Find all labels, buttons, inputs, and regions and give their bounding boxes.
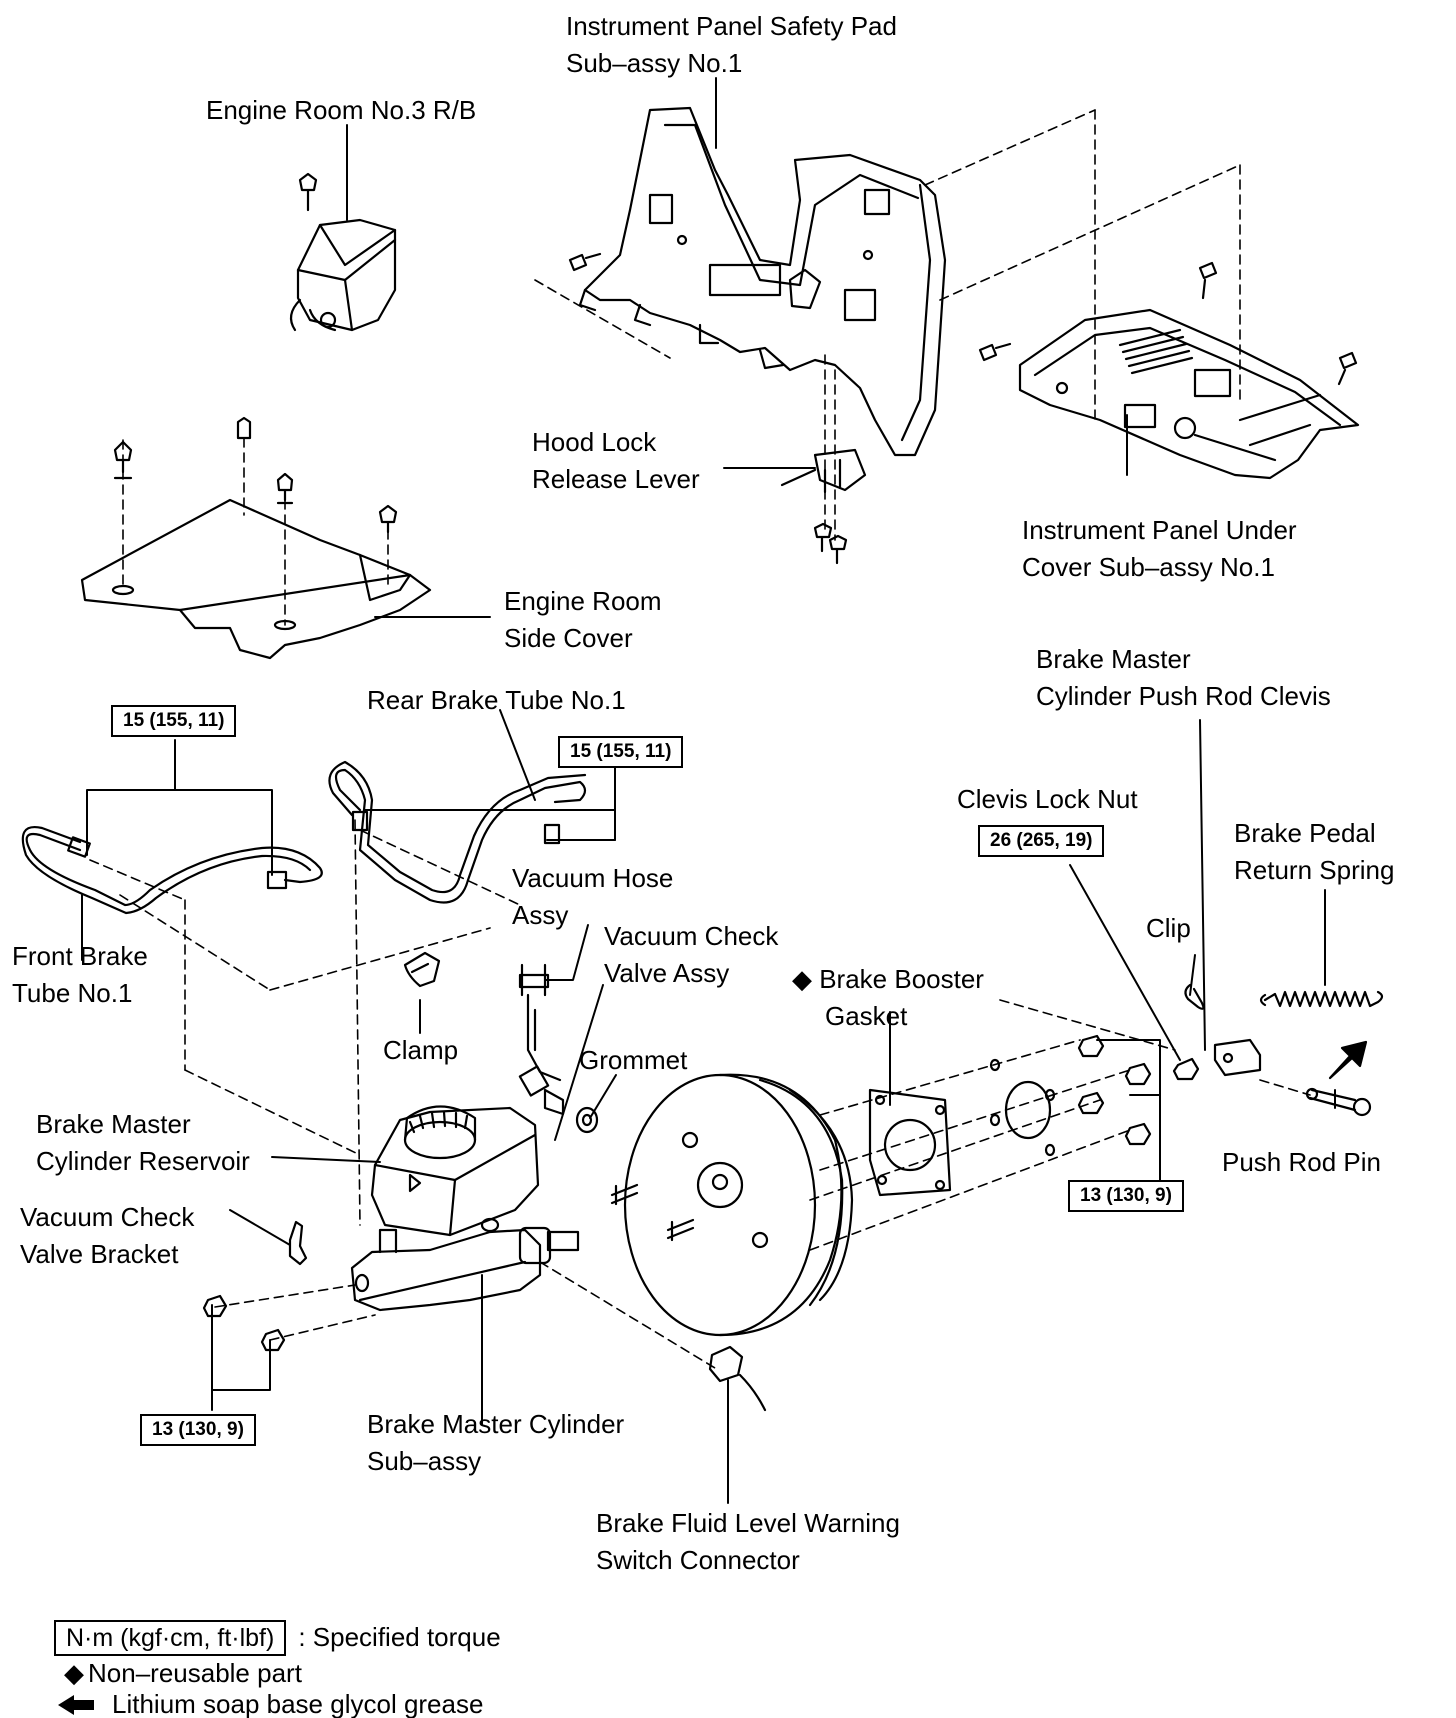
legend-non-reusable-text: Non–reusable part: [88, 1658, 302, 1688]
torque-booster-nuts: 13 (130, 9): [1068, 1180, 1184, 1212]
engine-room-side-cover-part: [80, 416, 432, 660]
label-push-rod-pin: Push Rod Pin: [1222, 1147, 1381, 1177]
diamond-icon: ◆: [64, 1658, 84, 1688]
label-front-brake-tube: Front Brake Tube No.1: [12, 941, 148, 1008]
label-vacuum-check-valve-bracket: Vacuum Check Valve Bracket: [20, 1202, 195, 1269]
instrument-panel-safety-pad-part: [578, 106, 947, 457]
torque-front-brake-tube: 15 (155, 11): [111, 705, 237, 737]
legend-grease: Lithium soap base glycol grease: [56, 1688, 483, 1718]
torque-rear-brake-tube: 15 (155, 11): [558, 736, 684, 768]
legend-torque-unit: N·m (kgf·cm, ft·lbf): [54, 1620, 287, 1656]
torque-master-cylinder-nuts: 13 (130, 9): [140, 1414, 256, 1446]
label-brake-booster-gasket: ◆ Brake Booster Gasket: [792, 964, 984, 1031]
legend-torque: N·m (kgf·cm, ft·lbf) : Specified torque: [54, 1620, 501, 1656]
clip-part: [1184, 983, 1205, 1010]
front-brake-tube-part: [21, 826, 323, 915]
label-clip: Clip: [1146, 913, 1191, 943]
label-brake-master-cylinder-subassy: Brake Master Cylinder Sub–assy: [367, 1409, 625, 1476]
legend-torque-text: : Specified torque: [298, 1622, 501, 1652]
booster-nuts: [1077, 1034, 1152, 1146]
return-spring-part: [1259, 990, 1384, 1008]
brake-master-cylinder-body-part: [350, 1217, 580, 1312]
hood-lock-release-lever-part: [780, 448, 867, 565]
push-rod-clevis-part: [1172, 1038, 1262, 1081]
rear-brake-tube-part: [328, 760, 587, 904]
label-brake-master-cylinder-reservoir: Brake Master Cylinder Reservoir: [36, 1109, 250, 1176]
legend-non-reusable: ◆Non–reusable part: [60, 1657, 302, 1689]
label-instrument-panel-safety-pad: Instrument Panel Safety Pad Sub–assy No.…: [566, 11, 897, 78]
label-brake-pedal-return-spring: Brake Pedal Return Spring: [1234, 818, 1395, 885]
brake-booster-part: [610, 1073, 854, 1337]
push-rod-pin-part: [1305, 1040, 1372, 1117]
master-cylinder-mount-nuts: [202, 1294, 286, 1352]
label-grommet: Grommet: [579, 1045, 688, 1075]
assembly-dash-lines: [89, 109, 1311, 1369]
label-engine-room-side-cover: Engine Room Side Cover: [504, 586, 662, 653]
label-push-rod-clevis: Brake Master Cylinder Push Rod Clevis: [1036, 644, 1331, 711]
label-clevis-lock-nut: Clevis Lock Nut: [957, 784, 1138, 814]
brake-booster-gasket-part: [868, 1088, 952, 1197]
vacuum-hose-part: [518, 963, 599, 1134]
label-engine-room-rb: Engine Room No.3 R/B: [206, 95, 477, 125]
clamp-part: [403, 951, 441, 988]
safety-pad-screws: [568, 252, 1358, 386]
vacuum-check-valve-bracket-part: [288, 1220, 308, 1266]
legend-grease-text: Lithium soap base glycol grease: [112, 1689, 484, 1718]
label-clamp: Clamp: [383, 1035, 459, 1065]
label-vacuum-hose-assy: Vacuum Hose Assy: [512, 863, 674, 930]
leader-lines: [81, 77, 1336, 1504]
torque-clevis-lock-nut: 26 (265, 19): [978, 825, 1105, 857]
seal-ring-part: [989, 1058, 1056, 1157]
label-brake-fluid-level-switch-connector: Brake Fluid Level Warning Switch Connect…: [596, 1508, 900, 1575]
engine-room-rb-part: [289, 172, 397, 332]
brake-master-cylinder-reservoir-part: [370, 1105, 540, 1237]
label-instrument-panel-under-cover: Instrument Panel Under Cover Sub–assy No…: [1022, 515, 1297, 582]
label-hood-lock-release-lever: Hood Lock Release Lever: [532, 427, 700, 494]
instrument-panel-under-cover-part: [1018, 308, 1360, 480]
brake-fluid-level-switch-connector-part: [708, 1345, 767, 1412]
label-vacuum-check-valve-assy: Vacuum Check Valve Assy: [604, 921, 779, 988]
label-rear-brake-tube: Rear Brake Tube No.1: [367, 685, 626, 715]
grease-arrow-icon: [58, 1695, 94, 1715]
